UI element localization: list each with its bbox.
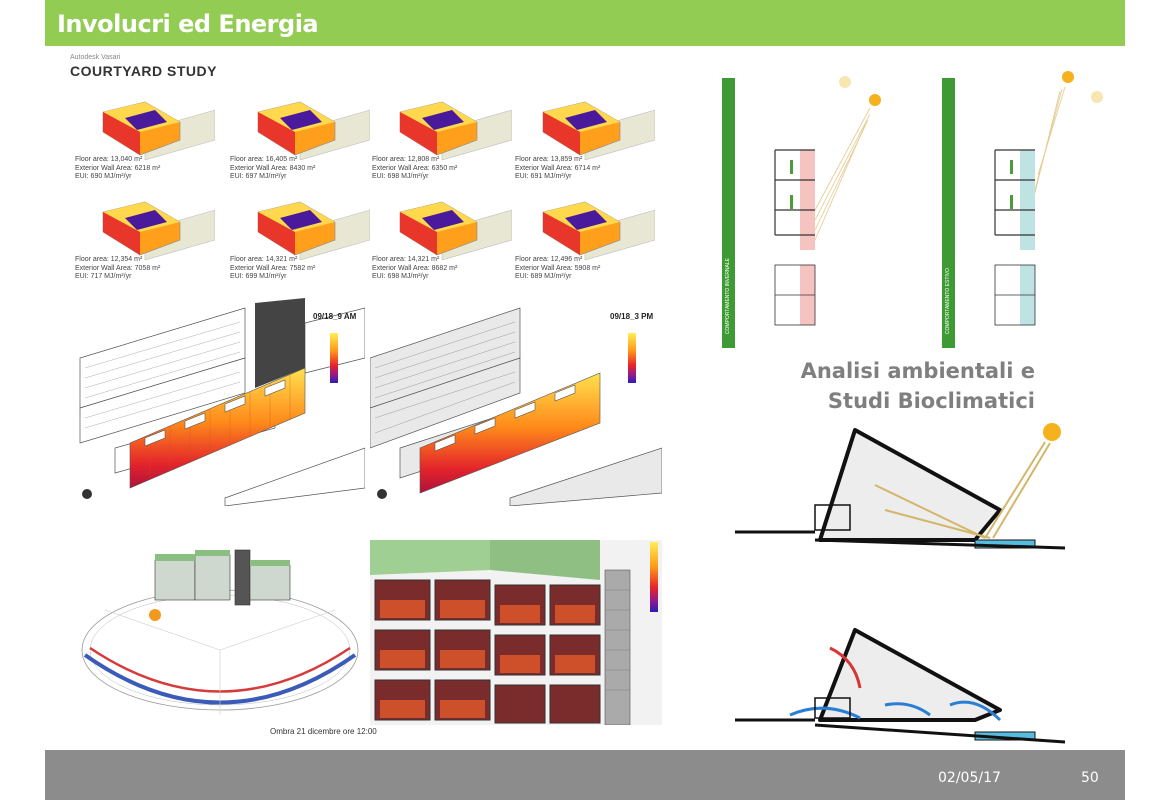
- eui-value: EUI: 698 MJ/m²/yr: [372, 173, 429, 180]
- eui-value: EUI: 697 MJ/m²/yr: [230, 173, 287, 180]
- floor-area: Floor area: 12,808 m²: [372, 156, 440, 163]
- winter-behaviour-bar: COMPORTAMENTO INVERNALE: [722, 78, 735, 348]
- airflow-section-illustration: [735, 628, 1066, 744]
- summer-section-illustration: [994, 71, 1103, 326]
- eui-value: EUI: 717 MJ/m²/yr: [75, 273, 132, 280]
- slide-title: Involucri ed Energia: [57, 10, 319, 38]
- eui-value: EUI: 699 MJ/m²/yr: [230, 273, 287, 280]
- wall-area: Exterior Wall Area: 6218 m²: [75, 164, 161, 172]
- floor-area: Floor area: 12,354 m²: [75, 256, 143, 263]
- section-heading: Analisi ambientali e Studi Bioclimatici: [780, 356, 1035, 416]
- wall-area: Exterior Wall Area: 7582 m²: [230, 264, 316, 272]
- section-heading-line1: Analisi ambientali e: [800, 359, 1035, 383]
- wall-area: Exterior Wall Area: 8682 m²: [372, 264, 458, 272]
- facade-illustration: [370, 540, 662, 726]
- wall-area: Exterior Wall Area: 6714 m²: [515, 164, 601, 172]
- floor-area: Floor area: 14,321 m²: [230, 256, 298, 263]
- heatmap-afternoon-illustration: [369, 298, 663, 507]
- massing-illustration: [399, 201, 512, 260]
- page-number: 50: [1081, 770, 1099, 786]
- header-bar: Involucri ed Energia: [45, 0, 1125, 46]
- massing-illustration: [102, 101, 215, 160]
- floor-area: Floor area: 13,859 m²: [515, 156, 583, 163]
- footer-bar: 02/05/17 50: [45, 750, 1125, 800]
- summer-behaviour-bar: COMPORTAMENTO ESTIVO: [942, 78, 955, 348]
- heatmap-afternoon-label: 09/18_3 PM: [610, 312, 654, 321]
- massing-illustration: [257, 101, 370, 160]
- eui-value: EUI: 691 MJ/m²/yr: [515, 173, 572, 180]
- heatmap-panel-afternoon: 09/18_3 PM: [369, 298, 663, 507]
- floor-area: Floor area: 14,321 m²: [372, 256, 440, 263]
- sun-section-illustration: [735, 423, 1066, 550]
- study-title: COURTYARD STUDY: [70, 63, 217, 79]
- wall-area: Exterior Wall Area: 6350 m²: [372, 164, 458, 172]
- massing-illustration: [542, 201, 655, 260]
- software-brand: Autodesk Vasari: [70, 54, 121, 61]
- massing-illustration: [399, 101, 512, 160]
- sun-path-diagram: [75, 540, 365, 735]
- section-heading-line2: Studi Bioclimatici: [827, 389, 1035, 413]
- floor-area: Floor area: 12,496 m²: [515, 256, 583, 263]
- massing-illustration: [542, 101, 655, 160]
- sun-path-illustration: [81, 549, 359, 715]
- heatmap-morning-illustration: [75, 298, 366, 507]
- floor-area: Floor area: 13,040 m²: [75, 156, 143, 163]
- winter-section-illustration: [774, 76, 881, 326]
- winter-section-diagram: [740, 70, 910, 350]
- facade-detail-render: [370, 540, 662, 726]
- wall-area: Exterior Wall Area: 5908 m²: [515, 264, 601, 272]
- eui-value: EUI: 698 MJ/m²/yr: [372, 273, 429, 280]
- summer-section-diagram: [960, 65, 1125, 350]
- footer-date: 02/05/17: [938, 770, 1001, 786]
- summer-behaviour-label: COMPORTAMENTO ESTIVO: [945, 268, 951, 335]
- heatmap-panel-morning: 09/18_9 AM: [75, 298, 366, 507]
- winter-behaviour-label: COMPORTAMENTO INVERNALE: [725, 258, 731, 335]
- wall-area: Exterior Wall Area: 8430 m²: [230, 164, 316, 172]
- wall-area: Exterior Wall Area: 7058 m²: [75, 264, 161, 272]
- bioclimatic-section-airflow: [735, 620, 1075, 755]
- floor-area: Floor area: 16,405 m²: [230, 156, 298, 163]
- shadow-caption: Ombra 21 dicembre ore 12:00: [270, 727, 377, 736]
- eui-value: EUI: 690 MJ/m²/yr: [75, 173, 132, 180]
- eui-value: EUI: 689 MJ/m²/yr: [515, 273, 572, 280]
- massing-illustration: [257, 201, 370, 260]
- massing-illustration: [102, 201, 215, 260]
- heatmap-morning-label: 09/18_9 AM: [313, 312, 357, 321]
- bioclimatic-section-sun: [735, 420, 1075, 560]
